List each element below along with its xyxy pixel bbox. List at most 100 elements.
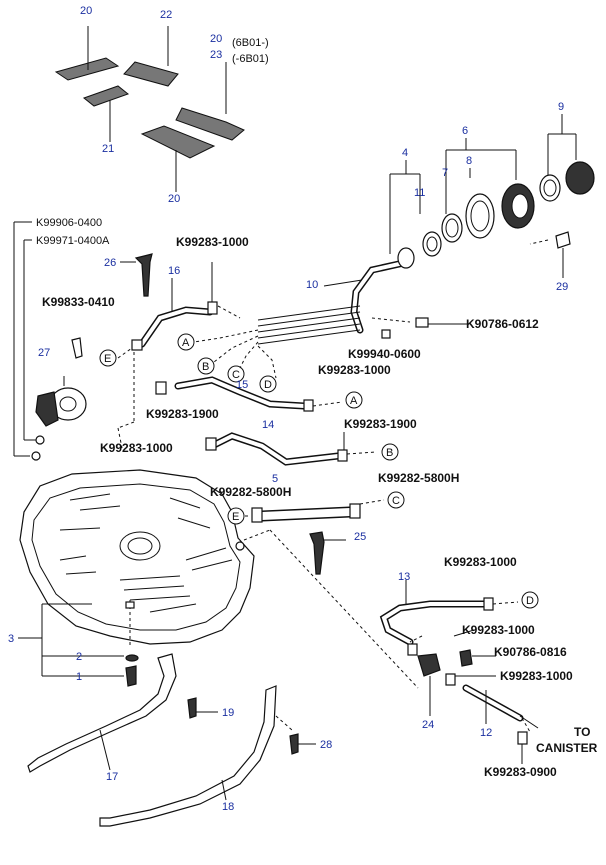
label-9: 9 <box>558 101 564 113</box>
code-k99906-0400: K99906-0400 <box>36 217 102 229</box>
pad-20-bottom <box>140 125 216 159</box>
connector-b-upper-label: B <box>202 361 209 373</box>
connector-c-right-label: C <box>392 495 400 507</box>
label-21: 21 <box>102 143 114 155</box>
label-3: 3 <box>8 633 14 645</box>
connector-markers: A A B B C C D D E E <box>99 305 539 609</box>
code-k99940-0600: K99940-0600 <box>348 347 421 361</box>
code-k99283-1900-right: K99283-1900 <box>344 417 417 431</box>
clamp-24 <box>407 643 418 656</box>
label-5: 5 <box>272 473 278 485</box>
clamp-15 <box>303 399 314 412</box>
connector-b-right <box>381 443 399 461</box>
fuel-cap-9 <box>565 161 595 195</box>
filler-neck-assembly <box>257 114 595 345</box>
clamp-5-right <box>349 503 361 519</box>
code-k99283-1000-top: K99283-1000 <box>176 235 249 249</box>
label-16: 16 <box>168 265 180 277</box>
washer-2 <box>125 654 139 662</box>
label-20-top: 20 <box>80 5 92 17</box>
clamp-top <box>207 301 218 315</box>
bolt-k90786-0816 <box>459 649 473 667</box>
bolt-k99833 <box>71 337 83 359</box>
connector-c-upper-label: C <box>232 369 240 381</box>
bolt-28 <box>289 733 299 755</box>
label-23: 23 <box>210 49 222 61</box>
vapor-hoses <box>13 221 385 575</box>
tank-straps <box>18 603 316 827</box>
code-k90786-0612: K90786-0612 <box>466 317 539 331</box>
label-7: 7 <box>442 167 448 179</box>
label-8: 8 <box>466 155 472 167</box>
code-k99282-5800h-right: K99282-5800H <box>378 471 459 485</box>
code-k99283-1000-r3: K99283-1000 <box>500 669 573 683</box>
connector-a-upper-label: A <box>182 337 190 349</box>
connector-a-upper <box>177 333 195 351</box>
connector-a-right-label: A <box>350 395 358 407</box>
label-27: 27 <box>38 347 50 359</box>
label-12: 12 <box>480 727 492 739</box>
part-number-labels: 20 22 20 23 21 20 9 6 4 7 8 11 10 29 26 … <box>8 5 568 813</box>
label-20-variant: 20 <box>210 33 222 45</box>
label-17: 17 <box>106 771 118 783</box>
clamp-e <box>131 339 143 351</box>
clamp-canister <box>517 731 528 745</box>
bolt-1 <box>125 665 137 687</box>
connector-b-right-label: B <box>386 447 393 459</box>
code-k99282-5800h-left: K99282-5800H <box>210 485 291 499</box>
code-k99283-1900-left: K99283-1900 <box>146 407 219 421</box>
label-15: 15 <box>236 379 248 391</box>
code-k99283-1000-left: K99283-1000 <box>100 441 173 455</box>
clamp-13 <box>483 597 494 611</box>
clip-26 <box>134 253 153 297</box>
connector-e-left <box>99 349 117 367</box>
connector-e-left-label: E <box>104 353 111 365</box>
clamp-5-left <box>251 507 263 523</box>
strap-18 <box>99 685 277 827</box>
label-24: 24 <box>422 719 434 731</box>
fuel-tank-3 <box>19 469 419 689</box>
label-29: 29 <box>556 281 568 293</box>
connector-a-right <box>345 391 363 409</box>
insulator-pads <box>54 26 245 192</box>
pad-23 <box>175 107 245 141</box>
label-19: 19 <box>222 707 234 719</box>
label-22: 22 <box>160 9 172 21</box>
label-13: 13 <box>398 571 410 583</box>
note-canister: CANISTER <box>536 741 598 755</box>
pad-22 <box>123 61 179 87</box>
connector-b-upper <box>197 357 215 375</box>
canister-hoses <box>379 580 539 764</box>
pad-21 <box>82 85 130 107</box>
bolt-k90786-0612 <box>415 317 429 328</box>
clamp-12 <box>445 673 456 686</box>
connector-c-upper <box>227 365 245 383</box>
code-k99833-0410: K99833-0410 <box>42 295 115 309</box>
note-variant-a: (6B01-) <box>232 37 269 49</box>
screw-29 <box>555 231 571 249</box>
note-variant-b: (-6B01) <box>232 53 269 65</box>
strap-17 <box>27 653 177 773</box>
part-code-labels: K99906-0400 K99971-0400A K99283-1000 K99… <box>36 37 598 779</box>
note-to: TO <box>574 725 590 739</box>
label-14: 14 <box>262 419 274 431</box>
connector-d-right-label: D <box>526 595 534 607</box>
code-k90786-0816: K90786-0816 <box>494 645 567 659</box>
filler-pipe-inlet <box>397 247 415 269</box>
connector-c-right <box>387 491 405 509</box>
label-10: 10 <box>306 279 318 291</box>
connector-d-right <box>521 591 539 609</box>
code-k99283-0900: K99283-0900 <box>484 765 557 779</box>
clamp-14-left <box>205 437 217 451</box>
code-k99283-1000-r1: K99283-1000 <box>444 555 517 569</box>
label-25: 25 <box>354 531 366 543</box>
label-18: 18 <box>222 801 234 813</box>
connector-e-right <box>227 507 245 525</box>
bolt-19 <box>187 697 197 719</box>
connector-d-upper <box>259 375 277 393</box>
clip-25 <box>309 531 325 575</box>
label-2: 2 <box>76 651 82 663</box>
label-4: 4 <box>402 147 408 159</box>
code-k99971-0400a: K99971-0400A <box>36 235 110 247</box>
